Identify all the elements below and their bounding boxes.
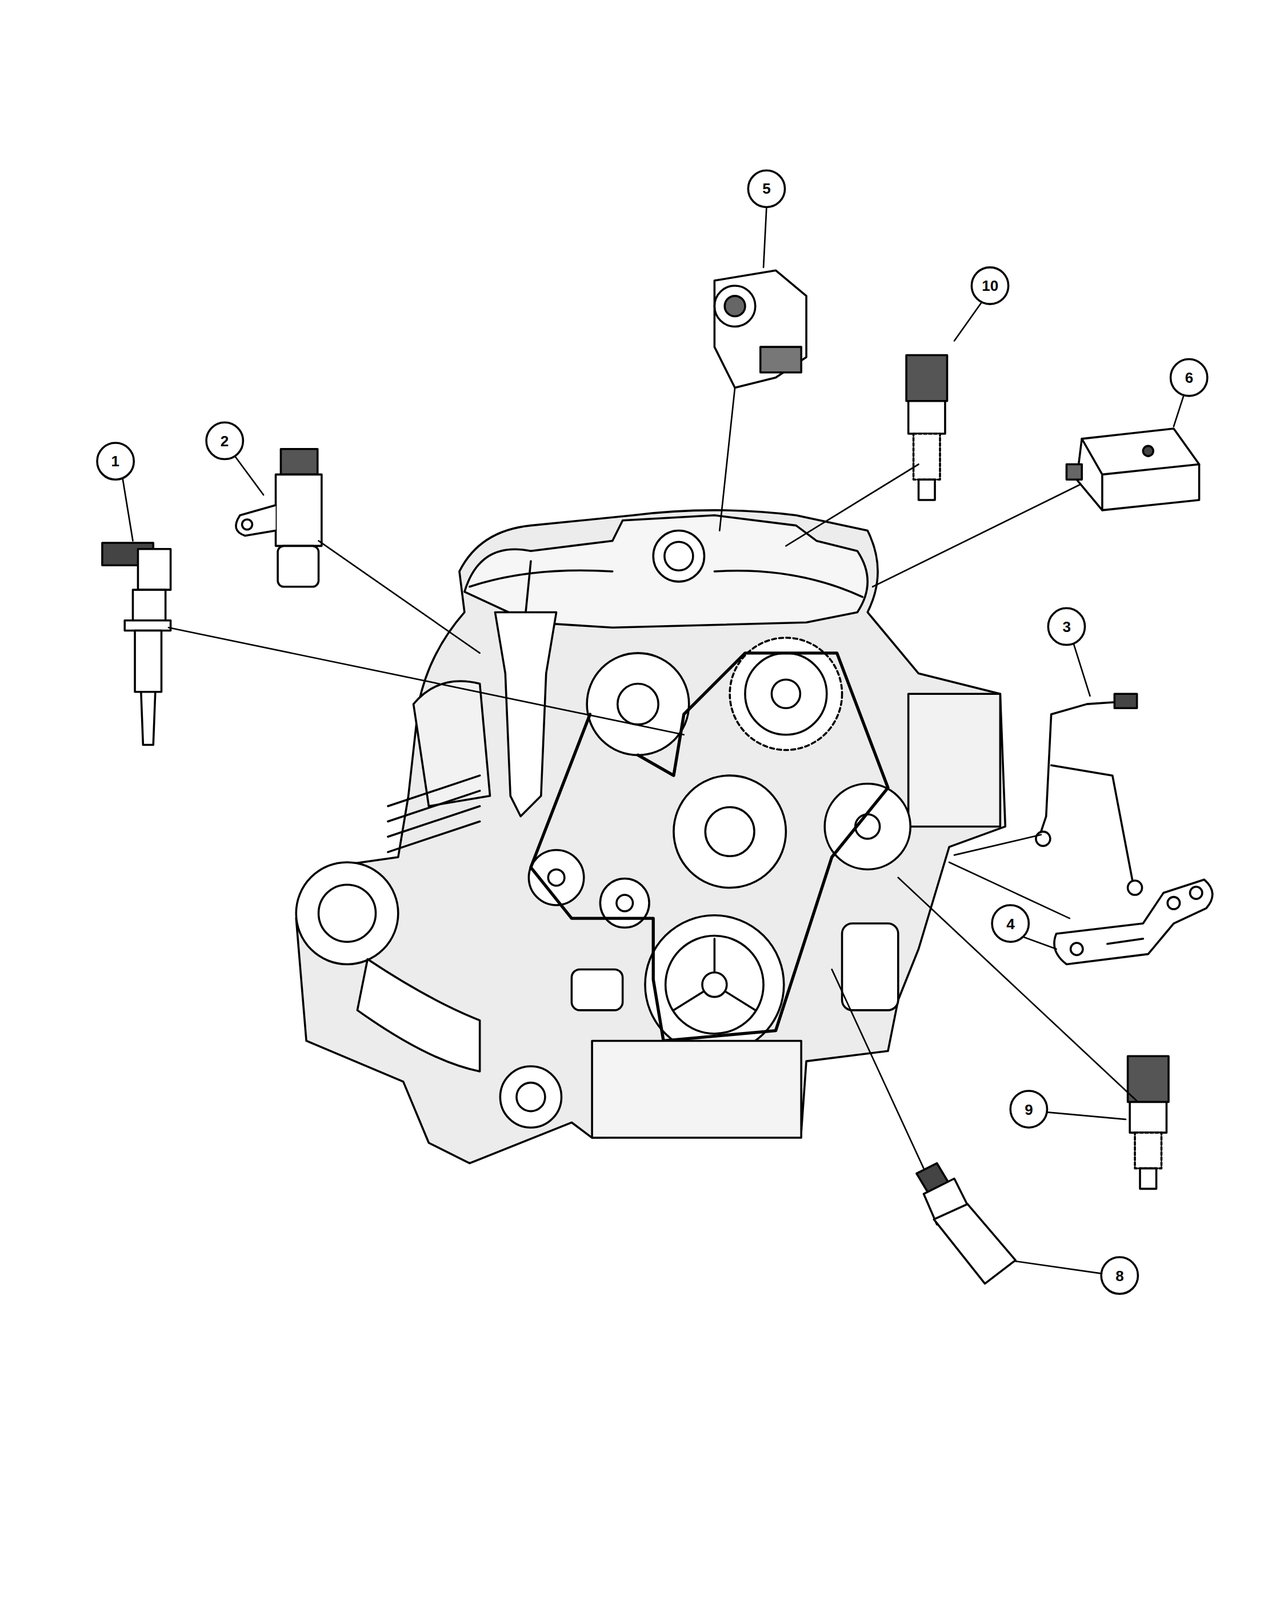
- position-sensor: [714, 270, 807, 388]
- leader-lines: [122, 207, 1184, 1274]
- bracket: [1054, 879, 1213, 964]
- temperature-sensor: [1128, 1056, 1169, 1189]
- callout-number: 9: [1024, 1102, 1033, 1118]
- bracket-hole: [1167, 897, 1180, 910]
- drive-belt: [530, 653, 888, 1042]
- pipe-elbow-inner: [516, 1082, 546, 1112]
- intake-cone: [494, 612, 556, 816]
- turbo-inlet: [318, 884, 376, 942]
- pulley-hub: [855, 814, 880, 839]
- turbo-pipe: [357, 959, 480, 1072]
- crank-pulley-inner: [665, 936, 764, 1034]
- bracket-hole: [1190, 886, 1203, 899]
- callout-number: 5: [762, 181, 771, 196]
- callout-number: 8: [1115, 1268, 1124, 1284]
- pipe-elbow: [500, 1066, 562, 1128]
- callout-number: 6: [1185, 370, 1194, 386]
- pulley: [673, 775, 786, 888]
- oil-filter: [842, 923, 899, 1011]
- crank-hub: [702, 972, 727, 998]
- idler-hub: [548, 869, 565, 886]
- harness: [469, 561, 863, 612]
- crank-sensor: [916, 1163, 1016, 1284]
- injector: [102, 542, 171, 746]
- idler-hub: [616, 894, 634, 912]
- wire-harness: [1036, 693, 1143, 895]
- cam-sensor: [236, 449, 322, 587]
- fan-hub: [771, 679, 800, 708]
- idler: [600, 878, 650, 928]
- fan-gear-inner: [745, 653, 827, 735]
- throttle-body: [653, 530, 704, 582]
- pressure-switch: [906, 354, 947, 500]
- pulley: [824, 783, 911, 870]
- valve-cover: [413, 681, 491, 807]
- pulley-hub: [705, 807, 755, 857]
- callout-number: 10: [981, 278, 999, 294]
- callout-number: 3: [1062, 619, 1071, 635]
- crank-spokes: [673, 938, 756, 1011]
- oil-pan: [592, 1040, 802, 1138]
- callout-circles: [97, 170, 1208, 1294]
- side-housing: [908, 693, 1001, 827]
- map-sensor: [1066, 428, 1199, 511]
- pulley-hub: [617, 683, 659, 724]
- bracket-slot: [1107, 938, 1144, 944]
- engine-block: [296, 510, 1006, 1164]
- starter: [571, 969, 623, 1010]
- callout-number: 4: [1006, 916, 1015, 932]
- throttle-bore: [664, 541, 694, 571]
- bracket-hole: [1070, 942, 1083, 955]
- callout-number: 2: [220, 433, 229, 449]
- pulley: [586, 653, 690, 756]
- turbo-housing: [296, 862, 399, 965]
- callout-number: 1: [111, 453, 120, 469]
- cooling-fins: [388, 775, 480, 852]
